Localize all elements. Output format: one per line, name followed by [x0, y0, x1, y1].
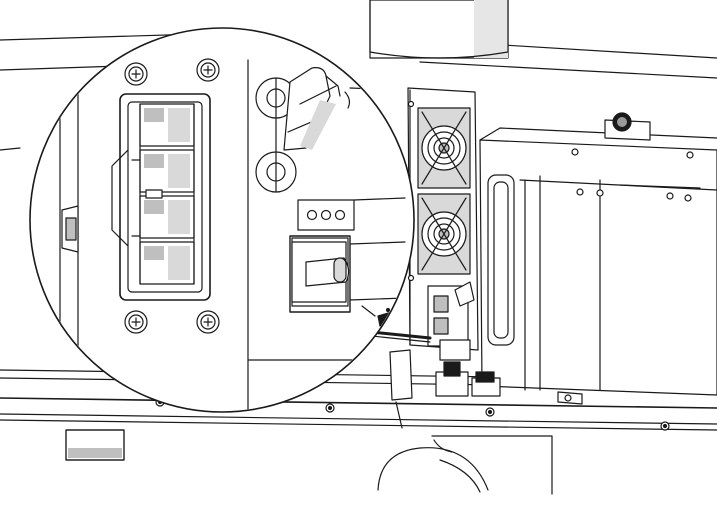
fan-column	[350, 87, 479, 361]
standoffs	[389, 349, 583, 405]
panel-screws	[124, 58, 220, 334]
led-indicator-block	[297, 197, 406, 231]
bottom-duct	[377, 435, 553, 495]
connector-block	[111, 93, 211, 301]
power-supply-module	[479, 112, 717, 396]
cable-clip	[255, 67, 406, 193]
top-duct	[369, 0, 509, 59]
handle-latch	[289, 235, 406, 317]
fan-lower	[417, 193, 471, 275]
fan-upper	[417, 107, 471, 189]
detail-magnifier	[29, 27, 415, 413]
